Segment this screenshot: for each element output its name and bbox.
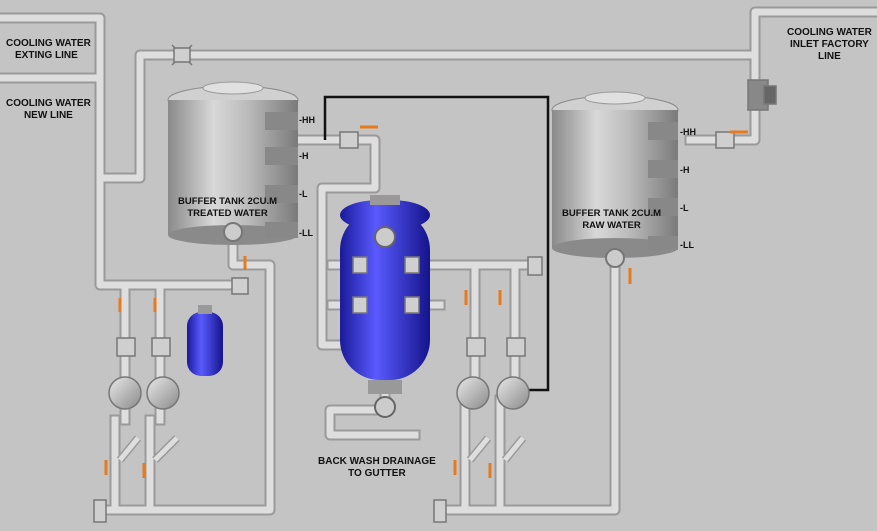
valve-pump1-icon bbox=[116, 337, 136, 357]
status-indicators bbox=[104, 125, 748, 478]
valve-pump4-icon bbox=[506, 337, 526, 357]
level-raw-h: -H bbox=[680, 165, 690, 175]
valve-manifold-icon bbox=[352, 256, 420, 314]
pump-4-icon bbox=[496, 376, 530, 410]
valve-top-header-icon bbox=[171, 44, 193, 66]
pumps bbox=[108, 376, 530, 410]
valve-pump2-icon bbox=[151, 337, 171, 357]
level-raw-ll: -LL bbox=[680, 240, 694, 250]
sand-filter-vessel bbox=[340, 195, 430, 418]
pump-2-icon bbox=[146, 376, 180, 410]
level-treated-hh: -HH bbox=[299, 115, 315, 125]
buffer-tank-treated bbox=[167, 81, 299, 245]
control-wire bbox=[323, 95, 550, 392]
level-treated-l: -L bbox=[299, 189, 308, 199]
level-raw-hh: -HH bbox=[680, 127, 696, 137]
level-raw-l: -L bbox=[680, 203, 689, 213]
valve-pump3-icon bbox=[466, 337, 486, 357]
valve-tank-treated-top-icon bbox=[339, 131, 359, 149]
level-treated-ll: -LL bbox=[299, 228, 313, 238]
level-treated-h: -H bbox=[299, 151, 309, 161]
flange-icon bbox=[93, 256, 543, 523]
expansion-vessel bbox=[187, 305, 223, 376]
buffer-tank-raw bbox=[551, 91, 679, 268]
pipe-network bbox=[0, 6, 877, 516]
valves bbox=[93, 44, 777, 523]
pump-1-icon bbox=[108, 376, 142, 410]
pump-3-icon bbox=[456, 376, 490, 410]
valve-raw-inlet-icon bbox=[715, 79, 777, 149]
